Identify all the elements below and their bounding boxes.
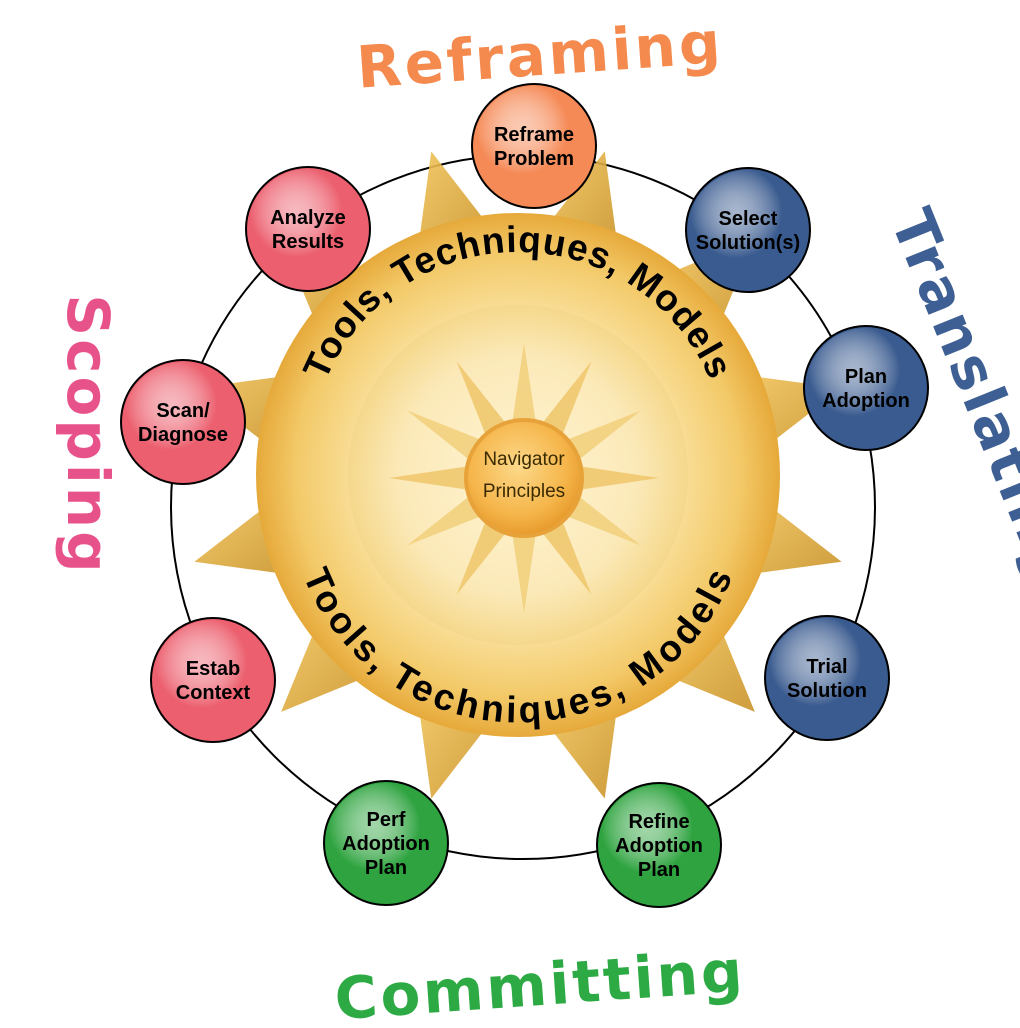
node-label-line: Trial bbox=[806, 656, 847, 678]
phase-label-reframing: Reframing bbox=[355, 8, 726, 101]
node-scan-diagnose: Scan/Diagnose bbox=[120, 359, 246, 485]
navigator-core bbox=[464, 418, 584, 538]
compass-star bbox=[389, 343, 659, 613]
compass-star-point bbox=[559, 491, 641, 546]
node-label-line: Select bbox=[719, 208, 778, 230]
compass-star-point bbox=[456, 513, 511, 595]
node-highlight bbox=[153, 620, 273, 740]
sun-spike bbox=[661, 618, 755, 712]
compass-star-point bbox=[511, 343, 537, 430]
node-highlight bbox=[806, 328, 926, 448]
node-label-line: Context bbox=[176, 682, 251, 704]
node-highlight bbox=[326, 783, 446, 903]
compass-star-point bbox=[572, 465, 659, 491]
node-label-line: Adoption bbox=[342, 833, 430, 855]
node-label-line: Solution bbox=[787, 680, 867, 702]
node-label-line: Problem bbox=[494, 148, 574, 170]
node-highlight bbox=[767, 618, 887, 738]
compass-star-point bbox=[407, 491, 489, 546]
node-label-line: Results bbox=[272, 231, 344, 253]
center-label-line2: Principles bbox=[483, 481, 565, 502]
phase-label-scoping: Scoping bbox=[54, 294, 122, 575]
node-label-line: Reframe bbox=[494, 124, 574, 146]
compass-star-point bbox=[537, 513, 592, 595]
node-label-line: Refine bbox=[628, 811, 689, 833]
node-label-line: Perf bbox=[367, 809, 406, 831]
compass-star-point bbox=[559, 410, 641, 465]
node-highlight bbox=[123, 362, 243, 482]
compass-star-point bbox=[456, 361, 511, 443]
node-label-line: Plan bbox=[365, 857, 407, 879]
node-label-line: Scan/ bbox=[156, 400, 210, 422]
node-label-line: Adoption bbox=[822, 390, 910, 412]
node-label-line: Analyze bbox=[270, 207, 346, 229]
compass-star-point bbox=[511, 526, 537, 613]
node-label-line: Diagnose bbox=[138, 424, 228, 446]
center-label-line1: Navigator bbox=[483, 449, 565, 470]
node-highlight bbox=[599, 785, 719, 905]
compass-star-point bbox=[407, 410, 489, 465]
node-label-line: Plan bbox=[638, 859, 680, 881]
node-label-line: Adoption bbox=[615, 835, 703, 857]
compass-star-point bbox=[537, 361, 592, 443]
node-label-line: Plan bbox=[845, 366, 887, 388]
node-label-line: Solution(s) bbox=[696, 232, 800, 254]
process-nodes: ReframeProblemSelectSolution(s)PlanAdopt… bbox=[120, 83, 929, 908]
node-label-line: Estab bbox=[186, 658, 240, 680]
phase-label-committing: Committing bbox=[332, 937, 747, 1028]
node-highlight bbox=[474, 86, 594, 206]
sun-spike bbox=[281, 618, 375, 712]
node-highlight bbox=[248, 169, 368, 289]
node-highlight bbox=[688, 170, 808, 290]
compass-star-point bbox=[389, 465, 476, 491]
